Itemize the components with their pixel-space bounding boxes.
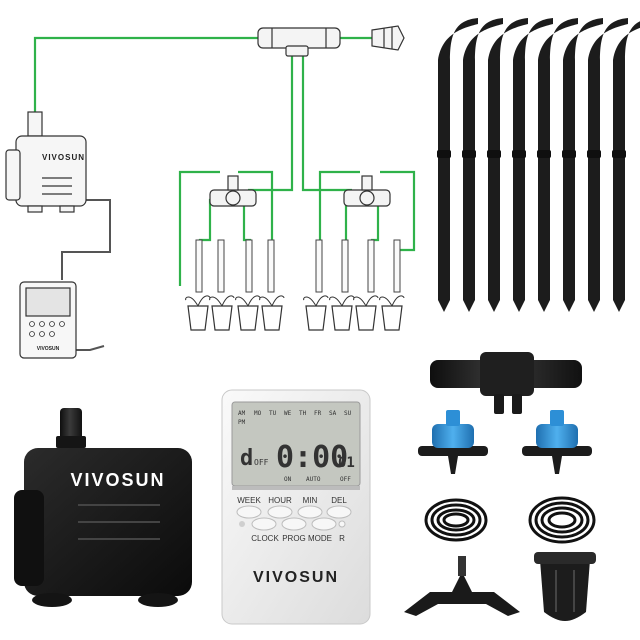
tee-connector-outline bbox=[257, 27, 341, 57]
plant-pots bbox=[187, 305, 403, 331]
drip-stakes-group bbox=[437, 18, 640, 312]
min-button[interactable] bbox=[297, 505, 323, 519]
clock-button[interactable] bbox=[251, 517, 277, 531]
drip-stake-collar bbox=[587, 150, 601, 158]
stakes-outline bbox=[195, 239, 401, 293]
plant-leaves bbox=[185, 295, 405, 307]
del-button[interactable] bbox=[326, 505, 352, 519]
drip-stake-collar bbox=[437, 150, 451, 158]
end-stopper bbox=[534, 552, 596, 621]
irrigation-diagram: VIVOSUN VIVOSUN bbox=[5, 25, 416, 359]
tee-connector bbox=[430, 352, 582, 414]
pump-outline bbox=[5, 111, 87, 213]
reset-button[interactable] bbox=[338, 520, 346, 528]
diagram-timer-outline bbox=[19, 281, 77, 359]
lcd-seconds-display: 01 bbox=[338, 455, 355, 471]
diagram-timer-brand: VIVOSUN bbox=[37, 346, 60, 352]
status-led bbox=[239, 521, 245, 527]
hole-punch-tool bbox=[404, 556, 520, 616]
lcd-contents: AM MO TU WE TH FR SA SU PM d OFF 0:00 01… bbox=[238, 410, 355, 483]
lcd-day-sa: SA bbox=[329, 410, 337, 417]
drip-stake-collar bbox=[612, 150, 626, 158]
label-reset: R bbox=[339, 534, 345, 543]
lcd-day-am: AM bbox=[238, 410, 246, 417]
lcd-status-off: OFF bbox=[340, 476, 351, 483]
lcd-status-on: ON bbox=[284, 476, 292, 483]
timer-top-button-labels: WEEK HOUR MIN DEL bbox=[237, 496, 347, 505]
label-mode: MODE bbox=[308, 534, 332, 543]
drip-stake bbox=[463, 18, 503, 312]
mode-button[interactable] bbox=[311, 517, 337, 531]
drip-stake bbox=[613, 21, 640, 312]
drip-stake-collar bbox=[487, 150, 501, 158]
week-button[interactable] bbox=[236, 505, 262, 519]
drip-stake bbox=[538, 18, 578, 312]
lcd-status-auto: AUTO bbox=[306, 476, 321, 483]
timer-brand-label: VIVOSUN bbox=[253, 569, 339, 586]
lcd-day-su: SU bbox=[344, 410, 352, 417]
prog-button[interactable] bbox=[281, 517, 307, 531]
pump-brand-label: VIVOSUN bbox=[70, 470, 165, 490]
blue-dripper-left bbox=[418, 410, 488, 474]
digital-timer bbox=[221, 389, 371, 625]
drip-stake bbox=[563, 18, 603, 312]
label-prog: PROG bbox=[282, 534, 306, 543]
blue-dripper-right bbox=[522, 410, 592, 474]
drip-stake-collar bbox=[562, 150, 576, 158]
drip-stake-collar bbox=[537, 150, 551, 158]
hour-button[interactable] bbox=[267, 505, 293, 519]
drip-stake bbox=[438, 18, 478, 312]
label-hour: HOUR bbox=[268, 496, 292, 505]
drip-stake-collar bbox=[462, 150, 476, 158]
end-plug-outline bbox=[371, 25, 405, 51]
lcd-time-display: 0:00 bbox=[276, 440, 348, 475]
timer-buttons bbox=[236, 505, 352, 531]
lcd-day-fr: FR bbox=[314, 410, 322, 417]
lcd-day-th: TH bbox=[299, 410, 307, 417]
drip-stake bbox=[588, 18, 628, 312]
manifold-right bbox=[343, 175, 391, 207]
label-min: MIN bbox=[303, 496, 318, 505]
water-pump bbox=[14, 408, 192, 607]
tubing-coil-right bbox=[528, 496, 596, 544]
drip-stake-collar bbox=[512, 150, 526, 158]
drip-stake bbox=[513, 18, 553, 312]
lcd-day-symbol: d bbox=[240, 446, 253, 471]
timer-bottom-button-labels: CLOCK PROG MODE R bbox=[251, 534, 345, 543]
lcd-day-mo: MO bbox=[254, 410, 262, 417]
label-week: WEEK bbox=[237, 496, 261, 505]
lcd-off-flag: OFF bbox=[254, 458, 269, 467]
manifold-left bbox=[209, 175, 257, 207]
label-clock: CLOCK bbox=[251, 534, 279, 543]
diagram-pump-brand: VIVOSUN bbox=[42, 153, 85, 162]
lcd-pm-label: PM bbox=[238, 419, 246, 426]
label-del: DEL bbox=[331, 496, 347, 505]
lcd-day-tu: TU bbox=[269, 410, 277, 417]
tubing-coil-left bbox=[424, 498, 488, 542]
lcd-day-we: WE bbox=[284, 410, 292, 417]
drip-stake bbox=[488, 18, 528, 312]
